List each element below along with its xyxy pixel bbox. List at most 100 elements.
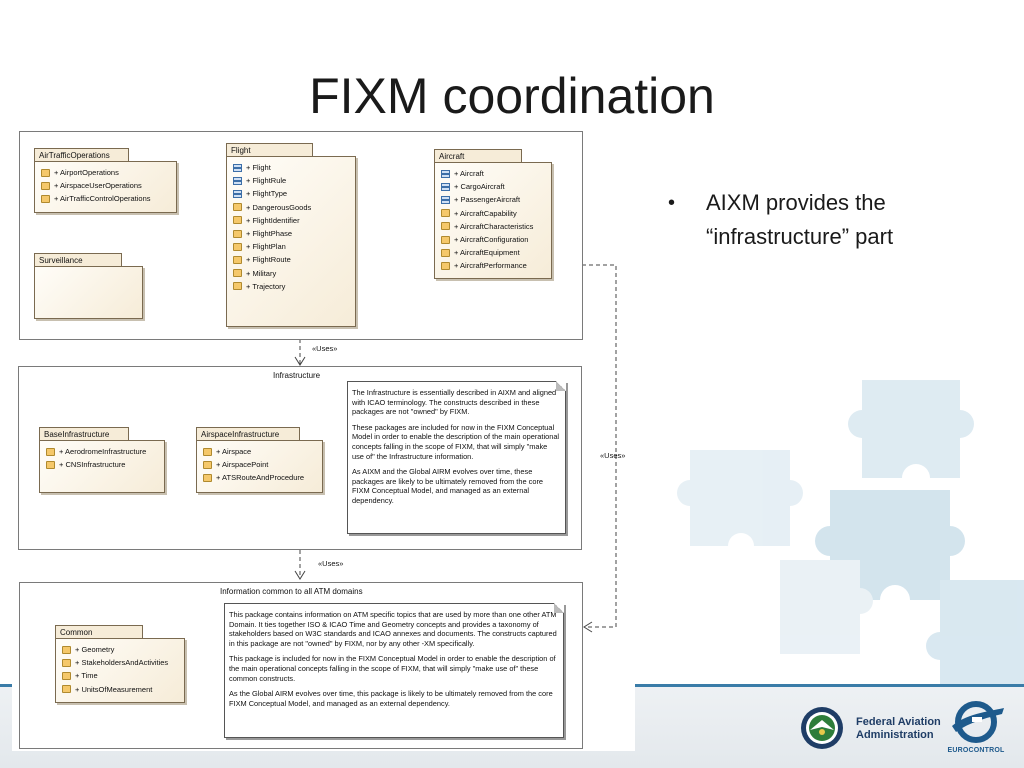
folder-icon: [62, 658, 71, 667]
faa-seal-icon: [801, 707, 843, 749]
note-paragraph: As the Global AIRM evolves over time, th…: [229, 689, 553, 708]
uses-label-top: «Uses»: [312, 344, 338, 353]
folder-icon: [441, 248, 450, 257]
folder-icon: [233, 242, 242, 251]
faa-wordmark: Federal Aviation Administration: [856, 716, 941, 741]
list-item: + Trajectory: [233, 280, 311, 293]
folder-icon: [41, 181, 50, 190]
package-tab: AirspaceInfrastructure: [196, 427, 300, 440]
package-air-traffic-operations[interactable]: AirTrafficOperations + AirportOperations…: [34, 148, 177, 213]
list-item: + AircraftCapability: [441, 207, 533, 220]
list-item: + AirportOperations: [41, 166, 151, 179]
folder-icon: [233, 203, 242, 212]
package-common[interactable]: Common + Geometry + StakeholdersAndActiv…: [55, 625, 185, 703]
list-item: + AircraftCharacteristics: [441, 220, 533, 233]
package-tab: BaseInfrastructure: [39, 427, 129, 440]
folder-icon: [203, 460, 212, 469]
list-item: + Military: [233, 267, 311, 280]
list-item: + AircraftConfiguration: [441, 233, 533, 246]
common-note: This package contains information on ATM…: [224, 603, 564, 738]
folder-icon: [233, 282, 242, 291]
list-item: + AirspaceUserOperations: [41, 179, 151, 192]
bullet-item: AIXM provides the “infrastructure” part: [706, 190, 894, 249]
package-contents: + AerodromeInfrastructure + CNSInfrastru…: [46, 445, 146, 471]
eurocontrol-logo: EUROCONTROL: [944, 698, 1008, 760]
package-contents: + AirportOperations + AirspaceUserOperat…: [41, 166, 151, 206]
eurocontrol-icon: [952, 701, 1004, 743]
folder-icon: [46, 460, 55, 469]
class-icon: [441, 182, 450, 191]
package-aircraft[interactable]: Aircraft + Aircraft + CargoAircraft + Pa…: [434, 149, 552, 279]
infrastructure-frame: Infrastructure BaseInfrastructure + Aero…: [18, 366, 582, 550]
note-paragraph: These packages are included for now in t…: [352, 422, 560, 461]
folder-icon: [233, 229, 242, 238]
list-item: + Flight: [233, 161, 311, 174]
list-item: + FlightRule: [233, 174, 311, 187]
note-paragraph: This package is included for now in the …: [229, 654, 556, 683]
folder-icon: [441, 222, 450, 231]
package-surveillance[interactable]: Surveillance: [34, 253, 143, 319]
bullet-dot-icon: •: [668, 192, 676, 214]
list-item: + Aircraft: [441, 167, 533, 180]
folder-icon: [203, 473, 212, 482]
package-airspace-infrastructure[interactable]: AirspaceInfrastructure + Airspace + Airs…: [196, 427, 323, 493]
list-item: + FlightType: [233, 187, 311, 200]
eurocontrol-wordmark: EUROCONTROL: [947, 747, 1005, 754]
class-icon: [441, 169, 450, 178]
list-item: + FlightIdentifier: [233, 214, 311, 227]
package-tab: Surveillance: [34, 253, 122, 266]
folder-icon: [203, 447, 212, 456]
list-item: + Airspace: [203, 445, 304, 458]
list-item: + PassengerAircraft: [441, 193, 533, 206]
package-contents: + Geometry + StakeholdersAndActivities +…: [62, 643, 168, 696]
list-item: + CNSInfrastructure: [46, 458, 146, 471]
class-icon: [233, 176, 242, 185]
list-item: + DangerousGoods: [233, 201, 311, 214]
folder-icon: [441, 261, 450, 270]
folder-icon: [41, 194, 50, 203]
package-tab: AirTrafficOperations: [34, 148, 129, 161]
list-item: + FlightPhase: [233, 227, 311, 240]
note-fold-icon: [554, 603, 564, 613]
list-item: + UnitsOfMeasurement: [62, 683, 168, 696]
note-fold-icon: [556, 381, 566, 391]
top-frame: AirTrafficOperations + AirportOperations…: [19, 131, 583, 340]
folder-icon: [233, 216, 242, 225]
package-contents: + Flight + FlightRule + FlightType + Dan…: [233, 161, 311, 293]
list-item: + FlightRoute: [233, 253, 311, 266]
list-item: + Geometry: [62, 643, 168, 656]
folder-icon: [41, 168, 50, 177]
list-item: + AircraftPerformance: [441, 259, 533, 272]
slide-title: FIXM coordination: [309, 68, 715, 124]
list-item: + AirTrafficControlOperations: [41, 192, 151, 205]
package-contents: + Airspace + AirspacePoint + ATSRouteAnd…: [203, 445, 304, 485]
list-item: + StakeholdersAndActivities: [62, 656, 168, 669]
uses-label-middle: «Uses»: [318, 559, 344, 568]
folder-icon: [46, 447, 55, 456]
frame-label: Infrastructure: [273, 371, 321, 380]
package-contents: + Aircraft + CargoAircraft + PassengerAi…: [441, 167, 533, 273]
note-paragraph: This package contains information on ATM…: [229, 610, 557, 648]
folder-icon: [233, 269, 242, 278]
puzzle-background-icon: [677, 380, 1024, 690]
package-flight[interactable]: Flight + Flight + FlightRule + FlightTyp…: [226, 143, 356, 327]
folder-icon: [441, 235, 450, 244]
list-item: + AircraftEquipment: [441, 246, 533, 259]
list-item: + AerodromeInfrastructure: [46, 445, 146, 458]
note-paragraph: The Infrastructure is essentially descri…: [352, 388, 557, 417]
uses-label-right: «Uses»: [600, 451, 626, 460]
infrastructure-note: The Infrastructure is essentially descri…: [347, 381, 566, 534]
folder-icon: [233, 255, 242, 264]
folder-icon: [62, 685, 71, 694]
list-item: + AirspacePoint: [203, 458, 304, 471]
list-item: + ATSRouteAndProcedure: [203, 471, 304, 484]
class-icon: [441, 195, 450, 204]
list-item: + Time: [62, 669, 168, 682]
folder-icon: [441, 209, 450, 218]
list-item: + CargoAircraft: [441, 180, 533, 193]
package-base-infrastructure[interactable]: BaseInfrastructure + AerodromeInfrastruc…: [39, 427, 165, 493]
class-icon: [233, 163, 242, 172]
frame-label: Information common to all ATM domains: [220, 587, 363, 596]
class-icon: [233, 189, 242, 198]
